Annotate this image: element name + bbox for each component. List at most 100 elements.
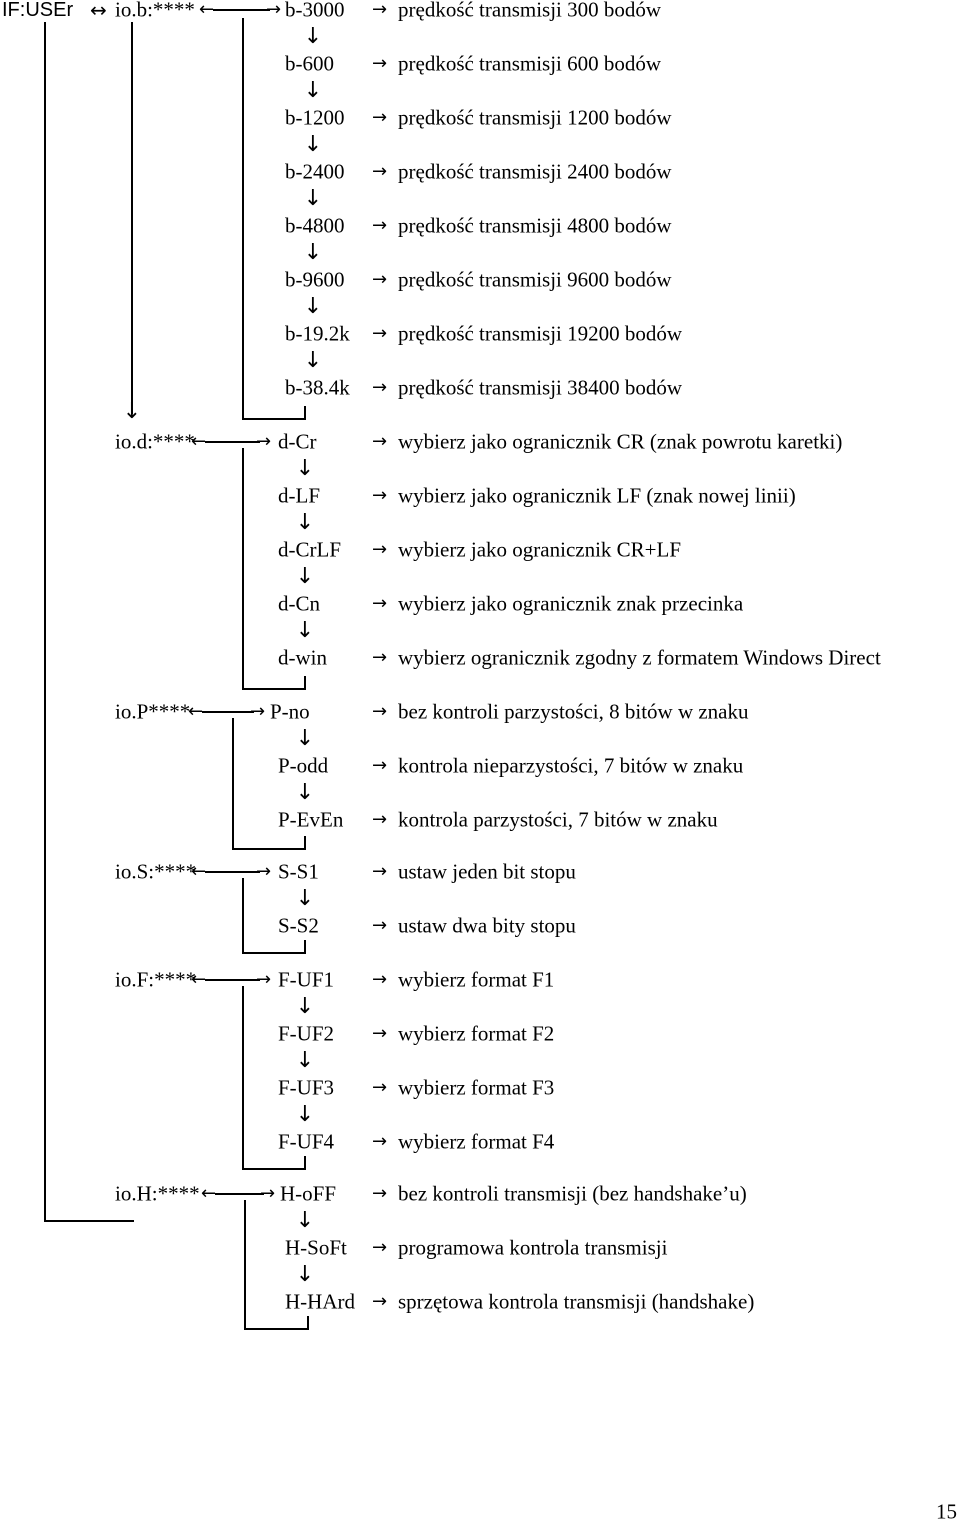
- right-arrow-icon: →: [372, 161, 388, 182]
- option-code: F-UF4: [278, 1129, 335, 1154]
- option-description: prędkość transmisji 38400 bodów: [398, 375, 683, 400]
- return-tick: [307, 1316, 309, 1330]
- right-arrow-icon: →: [372, 431, 388, 452]
- right-arrow-icon: →: [372, 647, 388, 668]
- option-description: prędkość transmisji 4800 bodów: [398, 213, 672, 238]
- arrow-down-icon: ↓: [295, 780, 315, 805]
- return-tick: [304, 1156, 306, 1170]
- option-description: kontrola parzystości, 7 bitów w znaku: [398, 807, 718, 832]
- option-description: prędkość transmisji 600 bodów: [398, 51, 662, 76]
- option-code: F-UF3: [278, 1075, 335, 1100]
- option-code: b-600: [285, 51, 334, 76]
- left-arrow-icon: ←: [191, 861, 207, 882]
- arrow-down-icon: ↓: [303, 240, 323, 265]
- bracket-bar: [205, 979, 260, 981]
- right-arrow-icon: →: [372, 593, 388, 614]
- option-description: prędkość transmisji 2400 bodów: [398, 159, 672, 184]
- right-arrow-icon: →: [372, 215, 388, 236]
- right-arrow-icon: →: [372, 485, 388, 506]
- arrow-down-icon: ↓: [295, 1208, 315, 1233]
- arrow-down-icon: ↓: [303, 186, 323, 211]
- return-line: [242, 878, 244, 952]
- return-foot: [232, 848, 305, 850]
- option-code: d-LF: [278, 483, 320, 508]
- option-code: d-Cn: [278, 591, 320, 616]
- left-arrow-icon: ←: [191, 969, 207, 990]
- option-description: wybierz ogranicznik zgodny z formatem Wi…: [398, 645, 881, 670]
- page-number: 15: [936, 1499, 957, 1524]
- group-label-io-b: io.b:****: [115, 0, 195, 22]
- return-foot: [242, 688, 305, 690]
- arrow-down-icon: ↓: [295, 994, 315, 1019]
- right-arrow-icon: →: [372, 53, 388, 74]
- arrow-down-icon: ↓: [295, 564, 315, 589]
- root-label: IF:USEr: [2, 0, 74, 21]
- option-description: sprzętowa kontrola transmisji (handshake…: [398, 1289, 755, 1314]
- main-spine: [44, 22, 46, 1222]
- option-code: d-Cr: [278, 429, 317, 454]
- option-code: d-win: [278, 645, 327, 670]
- option-description: wybierz format F1: [398, 967, 555, 992]
- return-tick: [304, 676, 306, 690]
- option-description: prędkość transmisji 1200 bodów: [398, 105, 672, 130]
- option-description: bez kontroli transmisji (bez handshake’u…: [398, 1181, 747, 1206]
- main-spine-return: [44, 1220, 134, 1222]
- option-code: H-oFF: [280, 1181, 337, 1206]
- group-label: io.d:****: [115, 429, 195, 454]
- return-foot: [244, 1328, 308, 1330]
- option-code: b-3000: [285, 0, 345, 22]
- arrow-down-icon: ↓: [295, 1048, 315, 1073]
- option-code: b-9600: [285, 267, 345, 292]
- left-arrow-icon: ←: [201, 1183, 217, 1204]
- return-line: [242, 986, 244, 1168]
- option-description: bez kontroli parzystości, 8 bitów w znak…: [398, 699, 749, 724]
- option-description: prędkość transmisji 19200 bodów: [398, 321, 683, 346]
- arrow-down-icon: ↓: [295, 726, 315, 751]
- right-arrow-icon: →: [372, 1023, 388, 1044]
- right-arrow-icon: →: [372, 1291, 388, 1312]
- right-arrow-icon: →: [372, 377, 388, 398]
- option-description: ustaw jeden bit stopu: [398, 859, 576, 884]
- arrow-down-icon: ↓: [295, 510, 315, 535]
- right-arrow-icon: →: [372, 0, 388, 20]
- arrow-down-icon: ↓: [295, 1102, 315, 1127]
- option-description: wybierz format F4: [398, 1129, 555, 1154]
- option-code: b-2400: [285, 159, 345, 184]
- return-line: [244, 1200, 246, 1328]
- right-arrow-icon: →: [266, 0, 282, 20]
- arrow-down-icon: ↓: [295, 1262, 315, 1287]
- return-line: [242, 448, 244, 688]
- option-description: prędkość transmisji 9600 bodów: [398, 267, 672, 292]
- option-description: wybierz jako ogranicznik znak przecinka: [398, 591, 744, 616]
- option-code: P-odd: [278, 753, 329, 778]
- return-tick: [304, 406, 306, 420]
- option-code: P-no: [270, 699, 310, 724]
- right-arrow-icon: →: [372, 1237, 388, 1258]
- group-label: io.F:****: [115, 967, 197, 992]
- right-arrow-icon: →: [260, 1183, 276, 1204]
- arrow-down-icon: ↓: [303, 24, 323, 49]
- right-arrow-icon: →: [372, 861, 388, 882]
- option-code: H-SoFt: [285, 1235, 347, 1260]
- right-arrow-icon: →: [256, 431, 272, 452]
- return-tick: [304, 836, 306, 850]
- arrow-down-icon: ↓: [303, 294, 323, 319]
- arrow-down-icon: ↓: [295, 618, 315, 643]
- right-arrow-icon: →: [372, 809, 388, 830]
- option-description: prędkość transmisji 300 bodów: [398, 0, 662, 22]
- return-foot: [242, 1168, 305, 1170]
- option-code: P-EvEn: [278, 807, 344, 832]
- return-line: [242, 18, 244, 418]
- option-description: wybierz format F2: [398, 1021, 555, 1046]
- return-foot: [242, 418, 305, 420]
- option-description: ustaw dwa bity stopu: [398, 913, 576, 938]
- option-description: wybierz jako ogranicznik CR+LF: [398, 537, 682, 562]
- group-label: io.H:****: [115, 1181, 200, 1206]
- option-code: H-HArd: [285, 1289, 355, 1314]
- arrow-down-icon: ↓: [303, 348, 323, 373]
- option-code: b-38.4k: [285, 375, 350, 400]
- bracket-bar: [213, 9, 270, 11]
- option-code: d-CrLF: [278, 537, 341, 562]
- option-code: F-UF1: [278, 967, 335, 992]
